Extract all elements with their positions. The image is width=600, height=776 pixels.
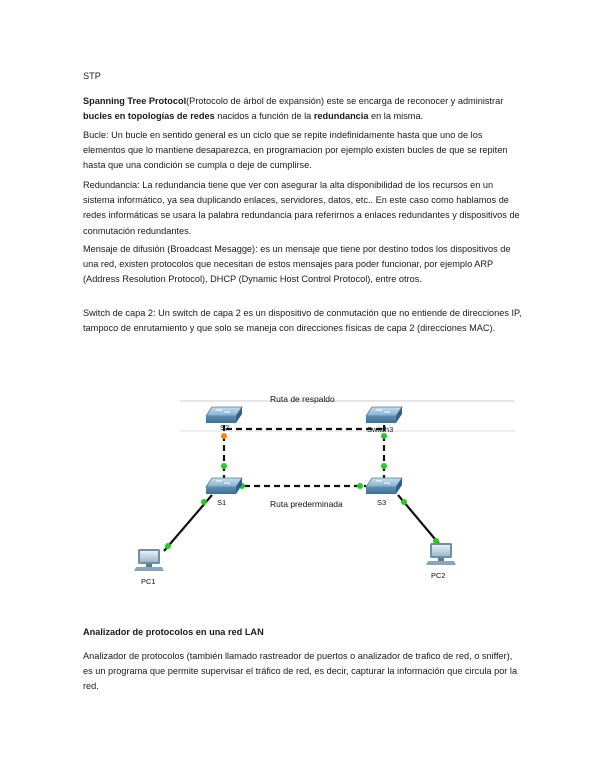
stp-text-a: (Protocolo de árbol de expansión) este s… xyxy=(186,96,504,106)
stp-text-b: nacidos a función de la xyxy=(214,111,314,122)
port-up-dot xyxy=(433,538,439,544)
doc-title: STP xyxy=(83,71,101,81)
port-up-dot xyxy=(201,499,207,505)
port-up-dot xyxy=(381,433,387,439)
background-band xyxy=(180,430,515,432)
analizador-heading: Analizador de protocolos en una red LAN xyxy=(83,627,264,637)
pc1-icon xyxy=(134,549,164,571)
label-s2: S2 xyxy=(220,423,229,432)
pc2-icon xyxy=(426,543,456,565)
analizador-paragraph: Analizador de protocolos (también llamad… xyxy=(83,651,518,692)
label-backup-route: Ruta de respaldo xyxy=(270,394,335,404)
label-s3: S3 xyxy=(377,498,386,507)
stp-term: Spanning Tree Protocol xyxy=(83,96,187,106)
switch-s3-icon xyxy=(365,477,403,494)
port-up-dot xyxy=(221,463,227,469)
label-pc2: PC2 xyxy=(431,571,446,580)
bucle-paragraph: Bucle: Un bucle en sentido general es un… xyxy=(83,130,508,171)
port-up-dot xyxy=(401,499,407,505)
background-band xyxy=(180,400,515,402)
blocked-port-dot xyxy=(221,433,227,439)
switch-switch3-icon xyxy=(365,406,403,423)
stp-bold-b: redundancia xyxy=(313,111,369,122)
switch-paragraph: Switch de capa 2: Un switch de capa 2 es… xyxy=(83,308,522,334)
stp-text-c: en la misma. xyxy=(368,111,424,122)
label-s1: S1 xyxy=(217,498,226,507)
stp-paragraph: Spanning Tree Protocol(Protocolo de árbo… xyxy=(83,94,523,124)
port-up-dot xyxy=(357,483,363,489)
switch-s1-icon xyxy=(205,477,243,494)
port-up-dot xyxy=(165,543,171,549)
label-default-route: Ruta prederminada xyxy=(270,499,343,509)
label-pc1: PC1 xyxy=(141,577,156,586)
port-up-dot xyxy=(381,463,387,469)
label-switch3: Switch3 xyxy=(367,425,393,434)
switch-s2-icon xyxy=(205,406,243,423)
network-diagram: Ruta de respaldo Ruta prederminada S2 Sw… xyxy=(134,394,515,586)
redundancia-paragraph: Redundancia: La redundancia tiene que ve… xyxy=(83,180,520,236)
difusion-paragraph: Mensaje de difusión (Broadcast Mesagge):… xyxy=(83,244,511,285)
stp-bold-a: bucles en topologías de redes xyxy=(83,111,215,122)
port-indicators xyxy=(165,433,439,549)
